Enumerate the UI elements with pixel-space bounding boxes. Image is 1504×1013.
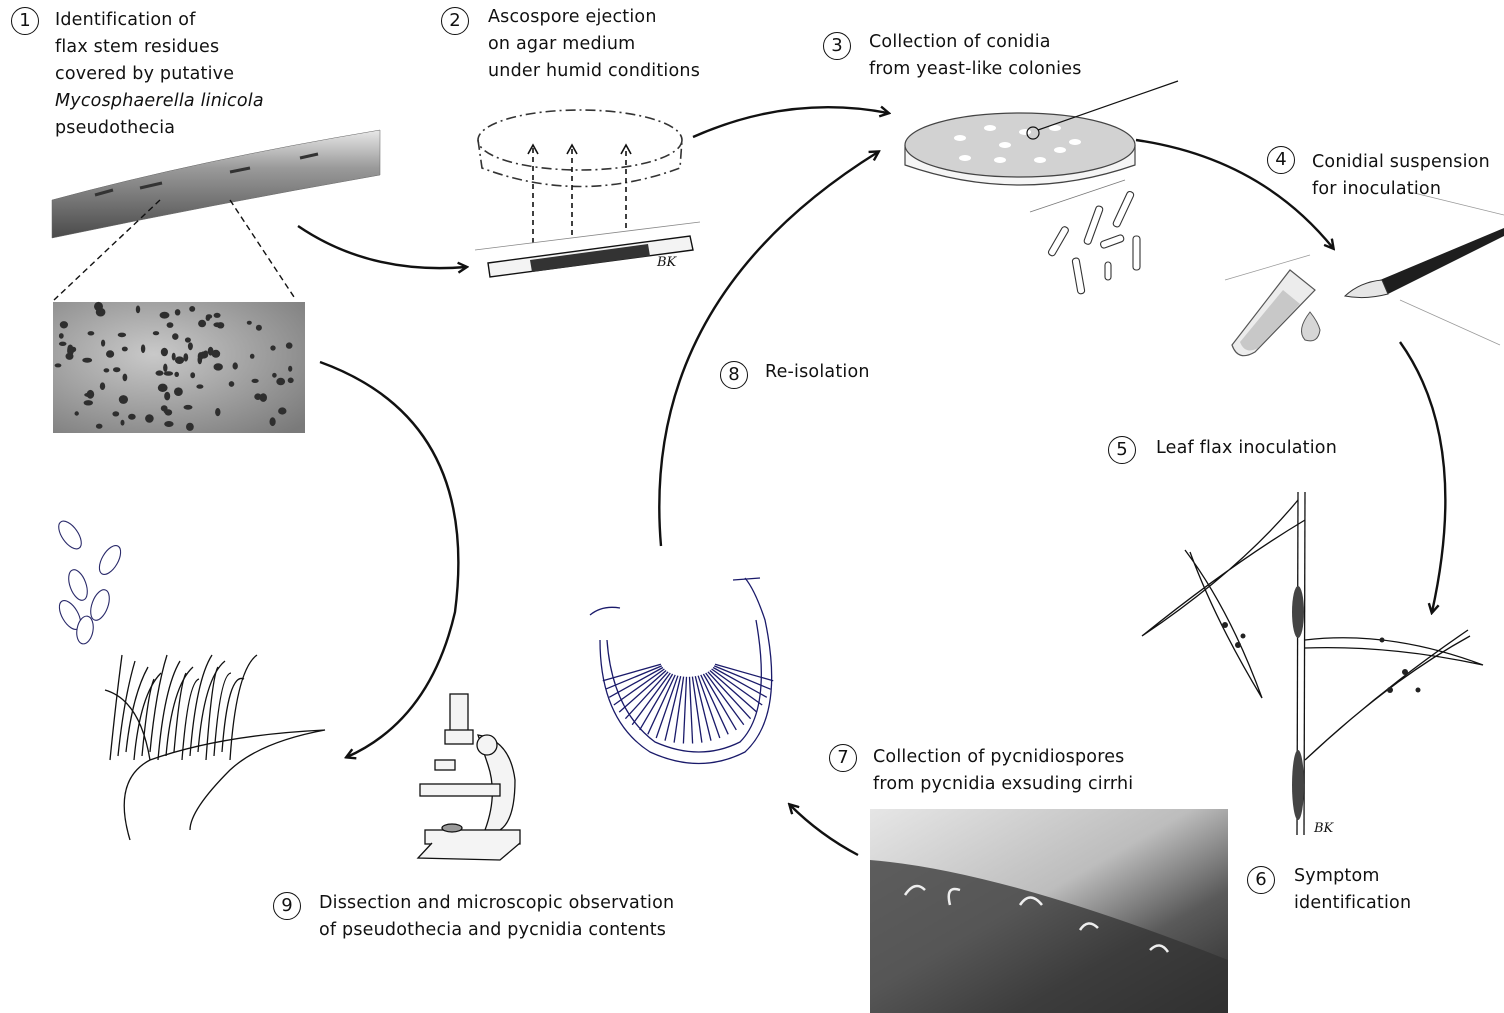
step-2-label: Ascospore ejection on agar medium under … bbox=[488, 4, 700, 85]
conidia-drawing bbox=[1047, 191, 1140, 295]
arrow-8-to-3 bbox=[659, 152, 878, 546]
pseudothecia-closeup-photo bbox=[53, 302, 305, 433]
arrow-1-to-9 bbox=[320, 362, 458, 757]
arrow-1-to-2 bbox=[298, 226, 466, 268]
step-9-number: 9 bbox=[273, 892, 301, 920]
signature-2: BK bbox=[1313, 821, 1335, 836]
step-9-label: Dissection and microscopic observation o… bbox=[319, 890, 674, 944]
step-3-label: Collection of conidia from yeast-like co… bbox=[869, 29, 1082, 83]
cirrhi-photo bbox=[870, 809, 1228, 1013]
step-4-label: Conidial suspension for inoculation bbox=[1312, 149, 1490, 203]
step-4-number: 4 bbox=[1267, 146, 1295, 174]
signature-1: BK bbox=[656, 255, 678, 270]
step-1-label: Identification of flax stem residues cov… bbox=[55, 7, 264, 142]
arrow-4-to-6 bbox=[1400, 342, 1445, 612]
tube-and-brush bbox=[1225, 192, 1504, 356]
step-1-number: 1 bbox=[11, 7, 39, 35]
arrow-3-to-4 bbox=[1136, 140, 1333, 248]
asci-drawing bbox=[54, 517, 125, 645]
arrow-6-to-7 bbox=[790, 805, 858, 855]
step-8-label: Re-isolation bbox=[765, 359, 870, 386]
step-5-number: 5 bbox=[1108, 436, 1136, 464]
step-6-label: Symptom identification bbox=[1294, 863, 1411, 917]
pycnidium-drawing bbox=[590, 578, 773, 764]
step-5-label: Leaf flax inoculation bbox=[1156, 435, 1337, 462]
ejection-arrows bbox=[533, 146, 626, 243]
petri-dish-lid bbox=[478, 110, 682, 187]
arrow-2-to-3 bbox=[693, 107, 888, 137]
step-2-number: 2 bbox=[441, 7, 469, 35]
microscope-drawing bbox=[418, 694, 520, 860]
agar-plate bbox=[905, 81, 1178, 212]
step-7-number: 7 bbox=[829, 744, 857, 772]
flax-leaf-drawing bbox=[1142, 492, 1483, 835]
step-3-number: 3 bbox=[823, 32, 851, 60]
ascocarp-drawing bbox=[105, 655, 325, 840]
step-8-number: 8 bbox=[720, 361, 748, 389]
flax-stem-photo bbox=[52, 130, 380, 238]
step-6-number: 6 bbox=[1247, 866, 1275, 894]
step-7-label: Collection of pycnidiospores from pycnid… bbox=[873, 744, 1133, 798]
